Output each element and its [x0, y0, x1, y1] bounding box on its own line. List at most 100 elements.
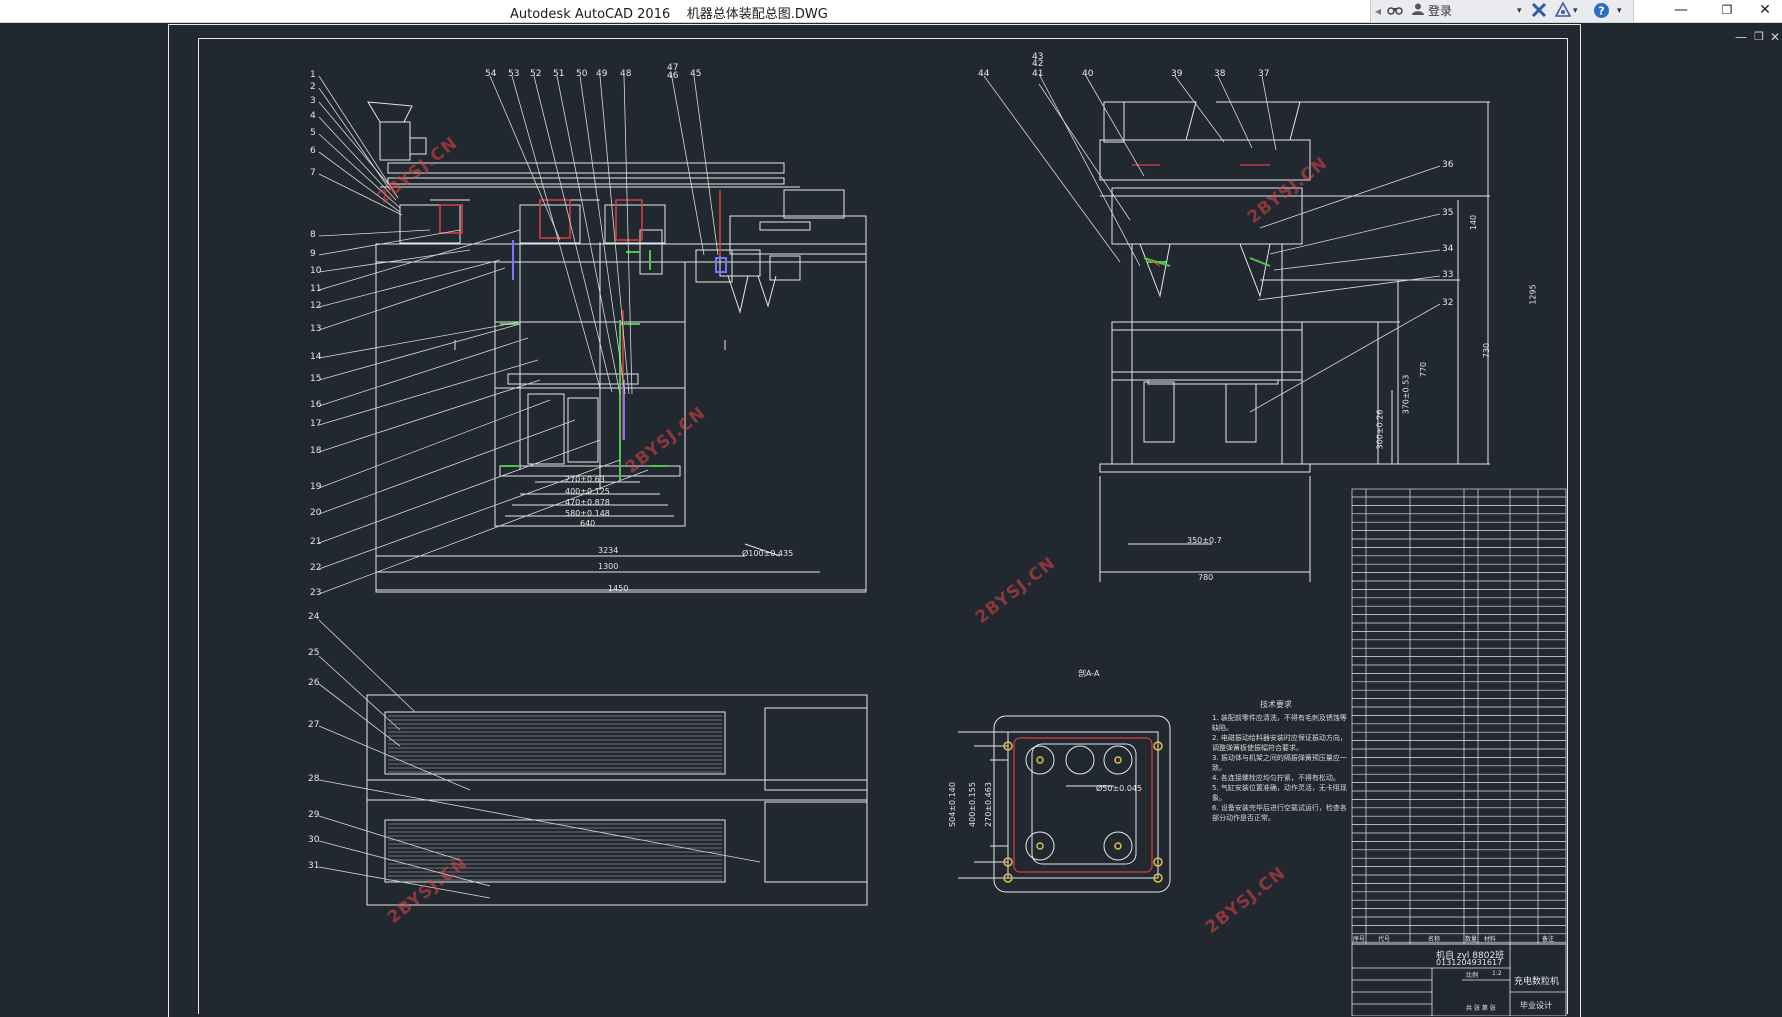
callout-number: 45 [690, 69, 702, 79]
sheet-info: 共 张 第 张 [1466, 1005, 1496, 1012]
callout-number: 51 [553, 69, 565, 79]
callout-number: 48 [620, 69, 632, 79]
callout-number: 42 [1032, 59, 1044, 69]
callout-number: 41 [1032, 69, 1044, 79]
callout-number: 30 [308, 835, 320, 845]
callout-number: 4 [310, 111, 316, 121]
callout-number: 7 [310, 168, 316, 178]
drawing-sheet-border [168, 24, 1581, 1017]
bom-col-no: 序号 [1353, 936, 1366, 943]
project-name: 毕业设计 [1520, 1001, 1552, 1010]
dim-text: 140 [1469, 214, 1479, 231]
callout-number: 50 [576, 69, 588, 79]
a360-dropdown-icon[interactable]: ▾ [1573, 6, 1578, 16]
callout-number: 2 [310, 82, 316, 92]
help-dropdown-icon[interactable]: ▾ [1617, 6, 1622, 16]
drawing-number: 机自 zyl 8802班 [1436, 951, 1505, 961]
callout-number: 19 [310, 482, 322, 492]
a360-icon[interactable] [1554, 1, 1572, 20]
callout-number: 13 [310, 324, 322, 334]
tech-line: 1. 装配前零件应清洗，不得有毛刺及锈蚀等缺陷。 [1212, 714, 1347, 732]
callout-number: 1 [310, 70, 316, 80]
callout-number: 17 [310, 419, 322, 429]
section-aa-red-details [1013, 737, 1153, 873]
tech-line: 6. 设备安装完毕后进行空载试运行，检查各部分动作是否正常。 [1212, 804, 1347, 822]
bom-col-material: 材料 [1484, 936, 1497, 943]
help-icon[interactable]: ? [1593, 2, 1610, 20]
drawing-minimize-button[interactable]: — [1735, 30, 1747, 44]
tech-line: 3. 振动体与机架之间的隔振弹簧预压量应一致。 [1212, 754, 1347, 772]
section-aa-view [958, 715, 1171, 893]
bom-col-code: 代号 [1378, 936, 1391, 943]
title-block [1351, 943, 1567, 1016]
dim-text: 580±0.148 [565, 509, 610, 518]
dim-text: Ø50±0.045 [1096, 784, 1143, 793]
callout-number: 14 [310, 352, 322, 362]
callout-number: 16 [310, 400, 322, 410]
plan-view-slots [388, 715, 722, 881]
binoculars-icon[interactable] [1387, 2, 1403, 20]
dim-text: 300±0.26 [1375, 409, 1385, 450]
callout-number: 31 [308, 861, 320, 871]
chevron-down-icon[interactable]: ▾ [1517, 6, 1522, 16]
callout-number: 25 [308, 648, 320, 658]
exchange-icon[interactable] [1531, 2, 1547, 20]
tech-line: 5. 气缸安装位置准确，动作灵活，无卡阻现象。 [1212, 784, 1347, 802]
callout-number: 11 [310, 284, 322, 294]
tech-line: 4. 各连接螺栓应均匀拧紧，不得有松动。 [1212, 774, 1340, 782]
front-view [367, 101, 867, 593]
close-button[interactable]: ✕ [1759, 2, 1771, 18]
drawing-frame-border [198, 38, 1568, 1014]
tech-line: 2. 电磁振动给料器安装时应保证振动方向，调整弹簧板使振幅符合要求。 [1212, 734, 1347, 752]
dim-text: 3234 [598, 546, 619, 555]
callout-number: 36 [1442, 160, 1454, 170]
minimize-button[interactable]: — [1674, 2, 1688, 18]
dim-text: Ø100±0.435 [742, 549, 794, 558]
callout-number: 28 [308, 774, 320, 784]
chevron-left-icon[interactable]: ◂ [1375, 4, 1382, 18]
drawing-restore-button[interactable]: ❐ [1754, 30, 1764, 43]
callout-number: 38 [1214, 69, 1226, 79]
callout-number: 53 [508, 69, 520, 79]
title-bar: Autodesk AutoCAD 2016 机器总体装配总图.DWG ◂ 登录 … [0, 0, 1782, 23]
restore-button[interactable]: ❐ [1721, 3, 1733, 17]
callout-number: 37 [1258, 69, 1270, 79]
bom-col-qty: 数量 [1465, 936, 1478, 943]
callout-number: 29 [308, 810, 320, 820]
callout-number: 3 [310, 96, 316, 106]
window-title: Autodesk AutoCAD 2016 机器总体装配总图.DWG [510, 7, 828, 22]
bom-col-remark: 备注 [1542, 936, 1555, 943]
user-icon[interactable] [1411, 2, 1425, 20]
side-view-red-details [1132, 164, 1270, 267]
login-link[interactable]: 登录 [1428, 4, 1453, 18]
side-view-green-details [1143, 257, 1271, 267]
tech-title: 技术要求 [1260, 700, 1292, 709]
dim-text: 400±0.155 [967, 782, 977, 827]
plan-view-leaders [318, 619, 761, 899]
callout-number: 26 [308, 678, 320, 688]
callout-number: 43 [1032, 52, 1044, 62]
callout-number: 12 [310, 301, 322, 311]
dim-text: 270±0.463 [983, 782, 993, 827]
callout-number: 27 [308, 720, 320, 730]
callout-number: 35 [1442, 208, 1454, 218]
callout-number: 52 [530, 69, 542, 79]
side-view-leaders [983, 73, 1441, 413]
dim-text: 370±0.53 [1401, 374, 1411, 415]
dim-text: 400±0.125 [565, 487, 610, 496]
callout-number: 15 [310, 374, 322, 384]
callout-number: 18 [310, 446, 322, 456]
callout-number: 10 [310, 266, 322, 276]
section-label: 剖A-A [1078, 669, 1100, 678]
dim-text: 470±0.878 [565, 498, 610, 507]
drawing-close-button[interactable]: ✕ [1769, 30, 1781, 44]
callout-number: 22 [310, 563, 322, 573]
dim-text: 730 [1482, 342, 1492, 359]
dim-text: 780 [1198, 573, 1214, 582]
callout-number: 54 [485, 69, 497, 79]
dim-text: 640 [580, 519, 596, 528]
bom-table [1351, 488, 1567, 945]
side-view [1099, 101, 1490, 582]
callout-number: 44 [978, 69, 990, 79]
